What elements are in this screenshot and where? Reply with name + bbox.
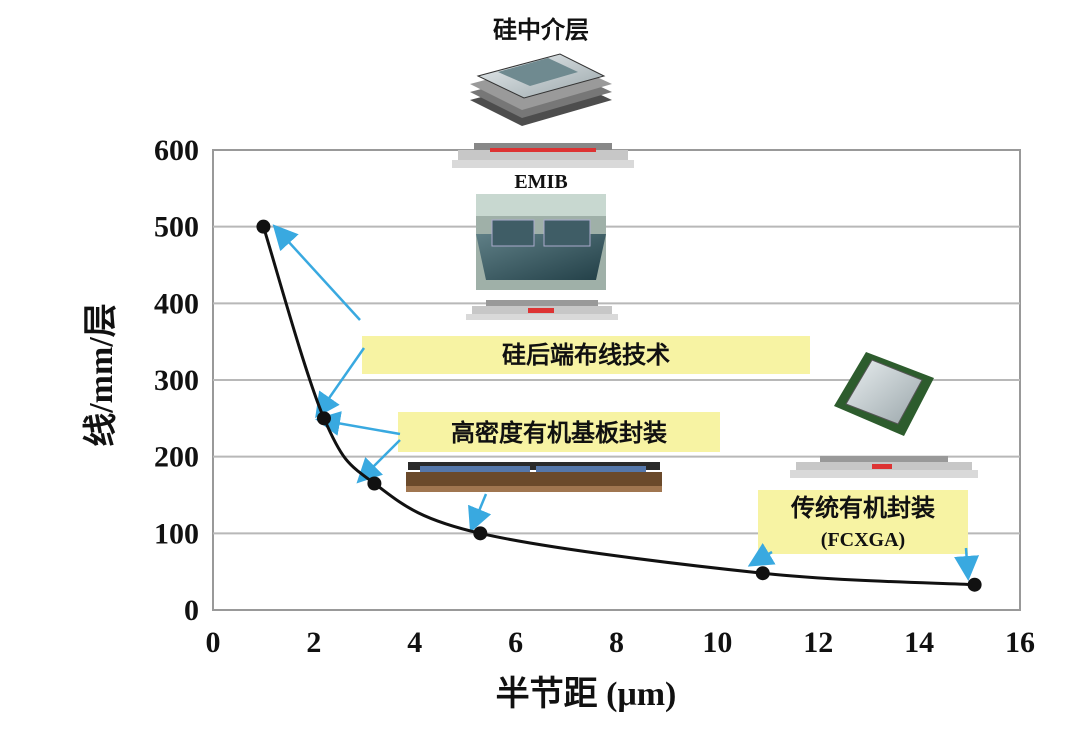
x-tick-label: 0 bbox=[206, 626, 221, 659]
arrow-si-beol-1 bbox=[272, 224, 361, 321]
data-point-2 bbox=[367, 476, 382, 491]
x-tick-label: 10 bbox=[702, 626, 732, 659]
arrow-hd-3 bbox=[468, 493, 492, 533]
emib-illustration: EMIB bbox=[466, 171, 618, 320]
y-tick-label: 200 bbox=[154, 441, 199, 474]
silicon-interposer-title: 硅中介层 bbox=[493, 16, 589, 44]
si-beol-label: 硅后端布线技术 bbox=[502, 341, 670, 369]
x-tick-label: 6 bbox=[508, 626, 523, 659]
y-axis-title: 线/mm/层 bbox=[82, 303, 120, 447]
x-tick-label: 4 bbox=[407, 626, 422, 659]
x-tick-label: 12 bbox=[803, 626, 833, 659]
silicon-interposer-illustration: 硅中介层 bbox=[452, 16, 634, 168]
arrow-hd-1 bbox=[315, 411, 401, 436]
series-line bbox=[262, 226, 975, 587]
hd-organic-label: 高密度有机基板封装 bbox=[451, 419, 667, 447]
data-point-5 bbox=[967, 577, 982, 592]
axis-ticks: 0 100 200 300 400 500 600 0 2 4 6 8 10 12 14 16 bbox=[154, 134, 1035, 659]
x-tick-label: 8 bbox=[609, 626, 624, 659]
y-tick-label: 100 bbox=[154, 517, 199, 550]
emib-title: EMIB bbox=[514, 171, 567, 193]
x-tick-label: 16 bbox=[1005, 626, 1035, 659]
annotation-arrows bbox=[272, 224, 980, 581]
x-axis-title: 半节距 (μm) bbox=[496, 675, 677, 713]
arrow-trad-1 bbox=[747, 542, 776, 567]
traditional-sublabel: (FCXGA) bbox=[821, 529, 905, 551]
traditional-label-box bbox=[758, 490, 968, 554]
data-point-3 bbox=[473, 526, 488, 541]
traditional-label: 传统有机封装 bbox=[790, 494, 935, 522]
hd-organic-label-box bbox=[398, 412, 720, 452]
y-tick-label: 0 bbox=[184, 594, 199, 627]
data-point-4 bbox=[755, 566, 770, 581]
arrow-hd-2 bbox=[356, 439, 401, 484]
y-tick-label: 500 bbox=[154, 211, 199, 244]
data-points bbox=[256, 219, 982, 592]
x-tick-label: 2 bbox=[306, 626, 321, 659]
hd-organic-illustration bbox=[406, 462, 662, 492]
arrow-si-beol-2 bbox=[315, 347, 366, 419]
data-point-0 bbox=[256, 219, 271, 234]
arrow-trad-2 bbox=[954, 547, 980, 581]
data-point-1 bbox=[316, 411, 331, 426]
y-tick-label: 400 bbox=[154, 287, 199, 320]
si-beol-label-box bbox=[362, 336, 810, 374]
y-tick-label: 300 bbox=[154, 364, 199, 397]
fcxga-illustration bbox=[790, 352, 978, 478]
x-tick-label: 14 bbox=[904, 626, 934, 659]
y-tick-label: 600 bbox=[154, 134, 199, 167]
